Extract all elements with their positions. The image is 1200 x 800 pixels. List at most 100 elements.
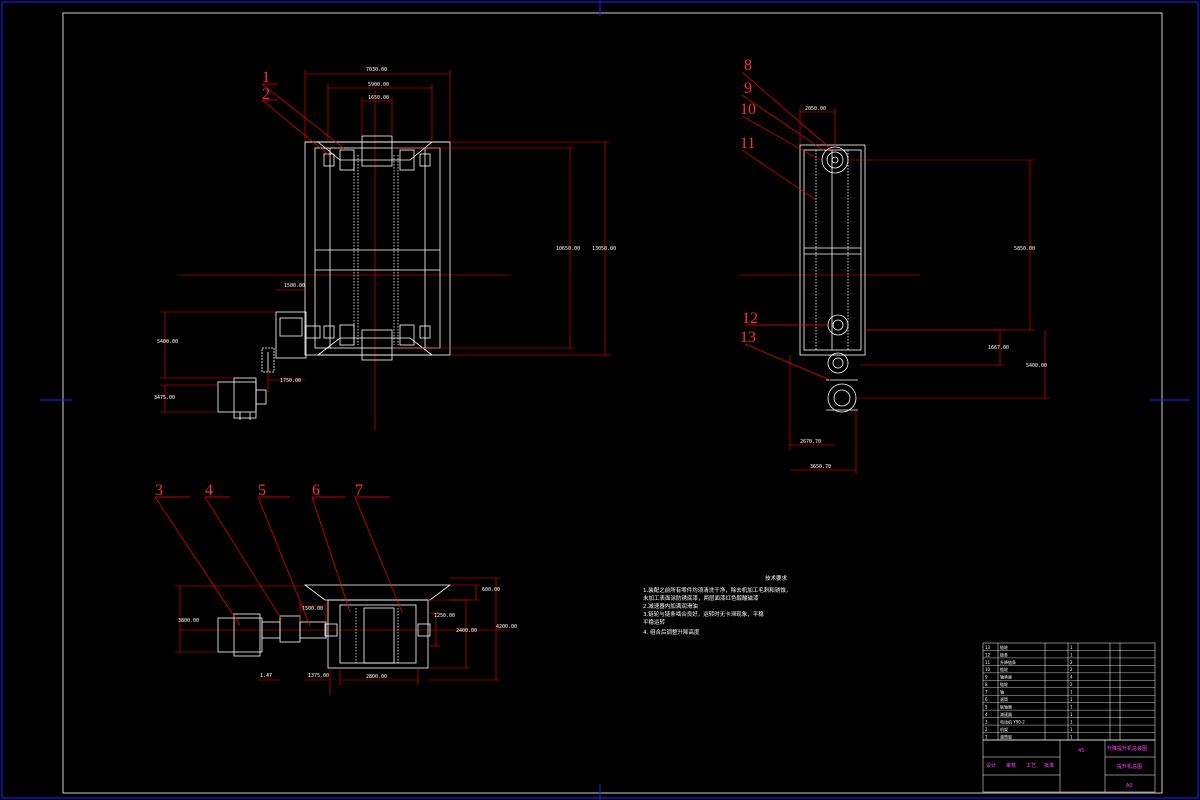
parts-row-name: 链轮	[1000, 666, 1008, 672]
side-view-callout-text: 8 9 10 11 12 13	[740, 57, 758, 346]
callout-2: 2	[262, 86, 270, 103]
callout-13: 13	[740, 329, 756, 346]
front-view-dim-text: 7030.00 5900.00 1650.00 10650.00 13050.0…	[154, 67, 616, 401]
side-view-callouts	[741, 71, 833, 381]
footer-design: 设计	[986, 762, 996, 769]
callout-12: 12	[742, 310, 758, 327]
bottom-view	[180, 584, 510, 669]
front-view-callouts: 1 2	[261, 69, 347, 157]
parts-row-number: 1	[985, 734, 988, 739]
parts-row-number: 4	[985, 712, 988, 717]
dim-motor-offset: 1500.00	[284, 283, 305, 289]
parts-row-number: 7	[985, 690, 988, 695]
footer-review: 审核	[1006, 762, 1016, 769]
parts-row-name: 链轮	[1000, 644, 1008, 650]
tech-note-line-4: 3.链轮与链条啮合良好，运转时无卡滞现象，平稳	[643, 610, 764, 618]
tech-notes-title: 技术要求	[765, 574, 788, 582]
dim-side-right-b: 5400.00	[1026, 363, 1047, 369]
title-block-text: 升降提升机总装图 提升机总图 45 A0 设计 审核 工艺 批准	[986, 745, 1147, 789]
parts-row-qty: 2	[1070, 667, 1073, 672]
bottom-view-callouts	[154, 496, 403, 627]
callout-7: 7	[355, 482, 363, 499]
parts-row-name: 轴承座	[1000, 674, 1012, 680]
dim-bottom-left: 1.47	[260, 673, 272, 679]
parts-row-name: 链条	[1000, 651, 1008, 657]
callout-4: 4	[205, 482, 213, 499]
front-view-dimensions	[160, 70, 610, 413]
callout-1: 1	[262, 69, 270, 86]
drawing-sheet-size: A0	[1126, 783, 1133, 789]
parts-row-name: 联轴器	[1000, 704, 1012, 710]
callout-11: 11	[740, 135, 755, 152]
parts-row-qty: 1	[1070, 712, 1073, 717]
dim-side-bottom-a: 2670.70	[800, 439, 821, 445]
callout-3: 3	[155, 482, 163, 499]
parts-row-number: 8	[985, 682, 988, 687]
callout-9: 9	[744, 80, 752, 97]
callout-5: 5	[258, 482, 266, 499]
parts-row-name: 滚筒	[1000, 696, 1008, 702]
dim-bottom-shaft: 1500.00	[302, 606, 323, 612]
tech-note-line-2: 未加工表面涂防锈底漆，两层面漆红色醇酸磁漆	[643, 594, 759, 602]
parts-row-number: 10	[985, 667, 991, 672]
parts-row-qty: 2	[1070, 660, 1073, 665]
bottom-view-dim-text: 3800.00 1500.00 1250.00 600.00 2400.00 4…	[178, 587, 517, 680]
dim-side-top-width: 2050.00	[805, 106, 826, 112]
dim-bottom-left-height: 3800.00	[178, 618, 199, 624]
side-view-dim-text: 2050.00 5850.00 1667.00 5400.00 2670.70 …	[800, 106, 1047, 470]
title-block	[982, 642, 1156, 793]
callout-8: 8	[744, 57, 752, 74]
side-view-dimensions	[789, 108, 1050, 475]
dim-motor-height: 5400.00	[157, 339, 178, 345]
parts-row-number: 11	[985, 660, 991, 665]
tech-note-line-1: 1.装配之前所有零件均须清洗干净，除去机加工毛刺和锈蚀，	[643, 586, 791, 594]
callout-10: 10	[740, 101, 756, 118]
front-view	[178, 90, 510, 430]
parts-row-name: 机架	[1000, 726, 1008, 732]
parts-row-name: 滚筒架	[1000, 733, 1012, 739]
parts-row-qty: 4	[1070, 675, 1073, 680]
dim-bottom-inner-a: 1250.00	[434, 613, 455, 619]
parts-row-qty: 1	[1070, 719, 1073, 724]
dim-side-right-a: 1667.00	[988, 345, 1009, 351]
dim-top-overall: 7030.00	[366, 67, 387, 73]
parts-row-qty: 1	[1070, 652, 1073, 657]
callout-6: 6	[312, 482, 320, 499]
parts-row-number: 5	[985, 705, 988, 710]
parts-row-qty: 2	[1070, 682, 1073, 687]
parts-row-number: 13	[985, 645, 991, 650]
footer-process: 工艺	[1026, 763, 1036, 769]
parts-row-number: 12	[985, 652, 991, 657]
parts-row-qty: 1	[1070, 727, 1073, 732]
dim-top-inner: 1650.00	[368, 95, 389, 101]
dim-top-mid: 5900.00	[368, 82, 389, 88]
side-view	[740, 144, 920, 413]
technical-requirements: 技术要求 1.装配之前所有零件均须清洗干净，除去机加工毛刺和锈蚀， 未加工表面涂…	[643, 574, 791, 636]
parts-row-number: 9	[985, 675, 988, 680]
parts-row-qty: 1	[1070, 734, 1073, 739]
parts-row-name: 链轮	[1000, 681, 1008, 687]
parts-row-qty: 1	[1070, 705, 1073, 710]
dim-height-inner: 10650.00	[556, 246, 580, 252]
drawing-title: 升降提升机总装图	[1107, 745, 1147, 752]
parts-row-number: 2	[985, 727, 988, 732]
bottom-view-callout-text: 3 4 5 6 7	[155, 482, 363, 499]
dim-side-bottom-b: 3650.70	[810, 464, 831, 470]
parts-row-qty: 1	[1070, 697, 1073, 702]
parts-row-qty: 1	[1070, 645, 1073, 650]
drawing-number: 提升机总图	[1117, 763, 1142, 770]
dim-bottom-right-b: 2400.00	[456, 628, 477, 634]
tech-note-line-3: 2.减速器内加满润滑油	[643, 602, 698, 610]
dim-base-height: 3475.00	[154, 395, 175, 401]
dim-motor-drop: 1750.00	[280, 378, 301, 384]
parts-row-name: 电动机 Y90-2	[1000, 718, 1025, 724]
dim-bottom-right-a: 600.00	[482, 587, 500, 593]
tech-note-line-5: 平稳运转	[643, 618, 666, 626]
drawing-quantity: 45	[1078, 748, 1084, 754]
footer-approve: 批准	[1044, 762, 1054, 769]
parts-row-name: 升降链条	[1000, 659, 1016, 665]
parts-row-name: 减速器	[1000, 711, 1012, 717]
dim-bottom-right-c: 4200.00	[496, 624, 517, 630]
parts-row-qty: 1	[1070, 690, 1073, 695]
